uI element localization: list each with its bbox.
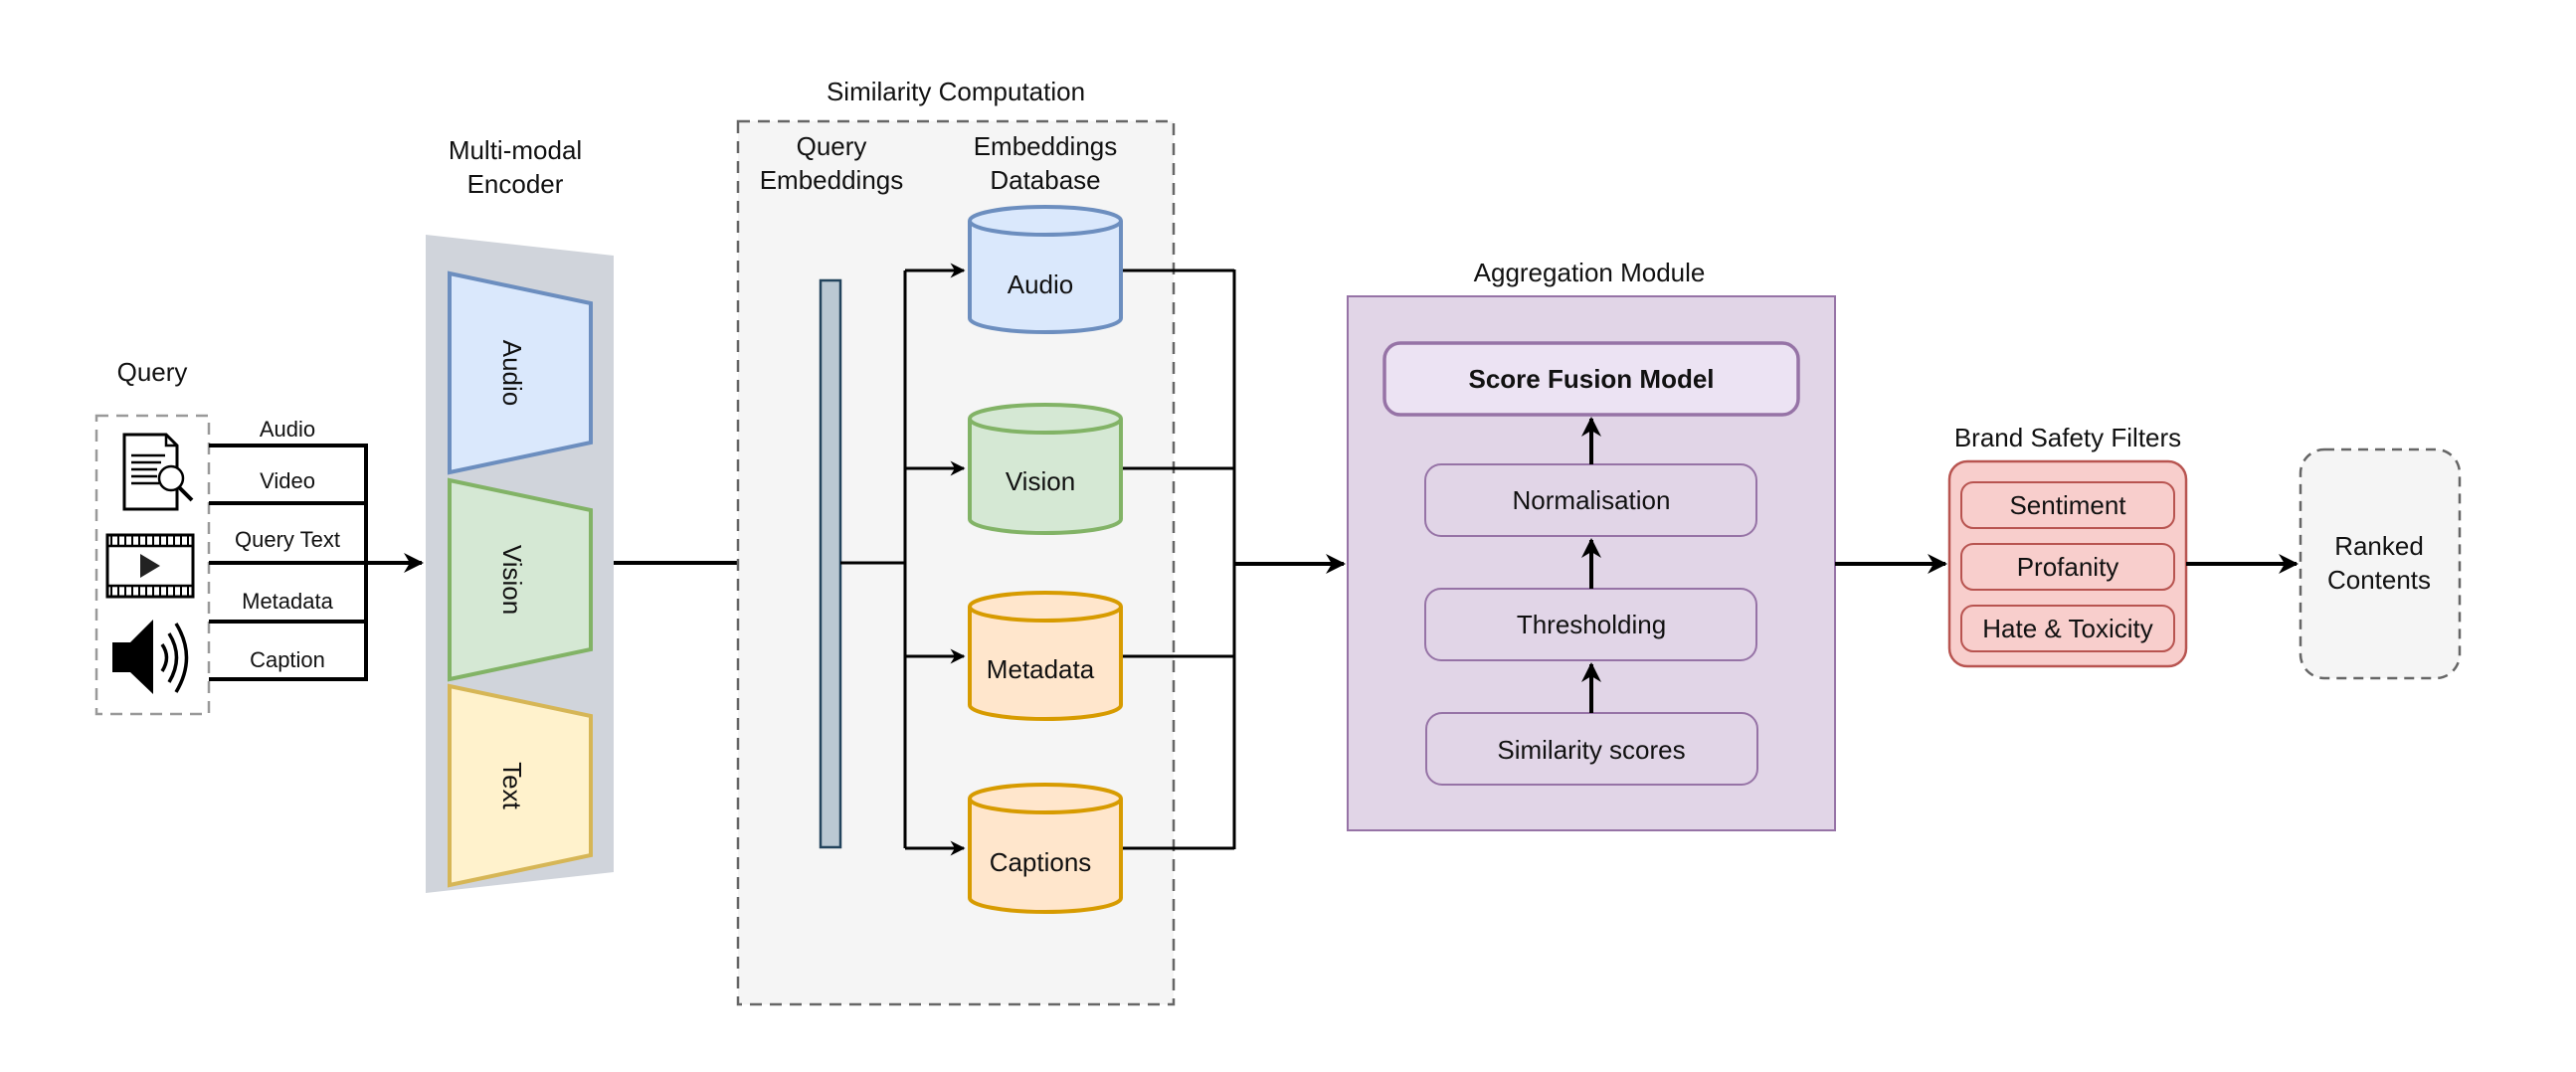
ranked-contents-line2: Contents [2327,565,2431,595]
input-label-metadata: Metadata [242,589,333,614]
video-film-icon [105,533,195,599]
encoder-vision-label: Vision [497,545,527,615]
database-title-line1: Embeddings [974,131,1118,161]
score-fusion-model-label: Score Fusion Model [1468,364,1714,394]
brand-safety-filters: Brand Safety Filters Sentiment Profanity… [1947,423,2188,668]
database-metadata: Metadata [968,591,1123,721]
encoder-audio-label: Audio [497,340,527,407]
filter-hate-toxicity-label: Hate & Toxicity [1982,614,2152,643]
document-search-icon [122,433,194,511]
query-input-connectors [209,444,424,681]
database-captions: Captions [968,783,1123,914]
encoder-title-line2: Encoder [467,169,564,199]
ranked-contents-line1: Ranked [2334,531,2424,561]
database-vision: Vision [968,403,1123,535]
similarity-title: Similarity Computation [827,77,1085,106]
speaker-audio-icon [112,620,189,694]
thresholding-label: Thresholding [1517,610,1666,639]
encoder-module-audio [448,270,593,475]
aggregation-title: Aggregation Module [1474,258,1706,287]
input-label-query-text: Query Text [235,527,340,552]
encoder-module-text [448,683,593,888]
encoder-title-line1: Multi-modal [449,135,582,165]
encoder-text-label: Text [497,762,527,809]
filter-profanity [1960,543,2175,591]
query-embedding-vector [819,278,842,849]
database-metadata-label: Metadata [987,654,1095,684]
input-label-audio: Audio [260,417,315,442]
filter-sentiment [1960,481,2175,529]
filter-hate-toxicity [1960,605,2175,652]
database-audio-label: Audio [1008,269,1074,299]
query-embeddings-title-line2: Embeddings [760,165,904,195]
database-vision-label: Vision [1006,466,1075,496]
input-label-caption: Caption [250,647,325,672]
query-embeddings-title-line1: Query [797,131,867,161]
brand-safety-title: Brand Safety Filters [1954,423,2181,452]
database-captions-label: Captions [990,847,1092,877]
database-title-line2: Database [990,165,1100,195]
multimodal-encoder: Multi-modal Encoder Audio Vision Text [426,135,614,893]
ranked-contents: Ranked Contents [2299,447,2462,680]
ranked-contents-box [2299,447,2462,680]
aggregation-module: Aggregation Module Score Fusion Model No… [1347,258,1836,831]
encoder-module-vision [448,477,593,682]
filter-profanity-label: Profanity [2017,552,2119,582]
input-label-video: Video [260,468,315,493]
query-section: Query [94,357,424,716]
filter-sentiment-label: Sentiment [2009,490,2126,520]
query-title: Query [117,357,188,387]
normalisation-label: Normalisation [1513,485,1671,515]
similarity-scores-label: Similarity scores [1497,735,1685,765]
score-fusion-model [1382,341,1800,417]
database-audio: Audio [968,205,1123,334]
